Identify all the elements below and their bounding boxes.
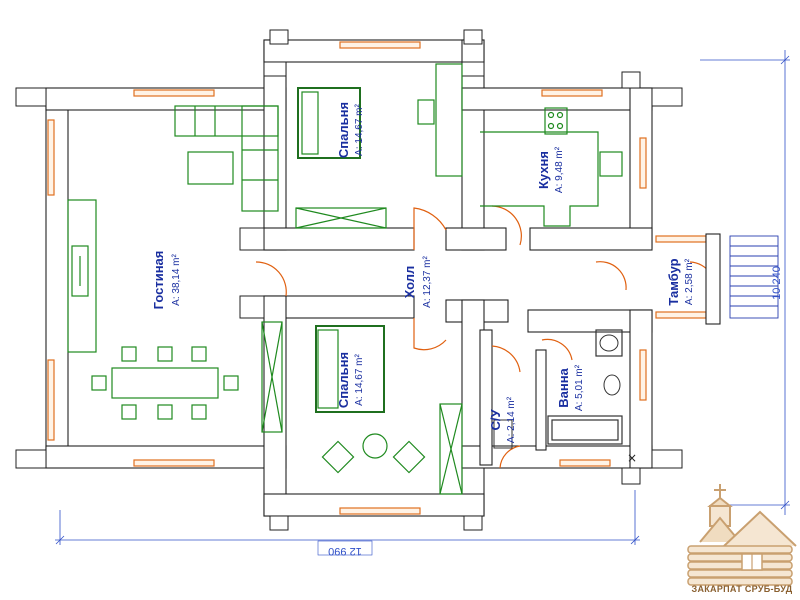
bedroom-top-name: Спальня <box>336 102 351 158</box>
windows <box>47 41 647 515</box>
kitchen-area: A: 9,48 m² <box>554 146 565 193</box>
furniture: × <box>67 63 637 495</box>
room-label-hall: Холл A: 12,37 m² <box>402 255 433 307</box>
living-area: A: 38,14 m² <box>171 253 182 305</box>
kitchen-name: Кухня <box>536 151 551 189</box>
height-text: 10 240 <box>771 266 783 300</box>
bedroom-bottom-name: Спальня <box>336 352 351 408</box>
dimension-width: 12 990 <box>328 545 362 557</box>
vestibule-area: A: 2,58 m² <box>684 258 695 305</box>
room-label-bath: Ванна A: 5,01 m² <box>556 364 585 411</box>
log-ends <box>15 29 683 531</box>
bedroom-bottom-area: A: 14,67 m² <box>354 353 365 405</box>
hall-name: Холл <box>402 266 417 299</box>
svg-text:×: × <box>627 451 637 465</box>
room-label-bedroom-top: Спальня A: 14,67 m² <box>336 102 365 158</box>
company-logo <box>687 484 797 586</box>
width-text: 12 990 <box>328 545 362 557</box>
room-label-wc: С/У A: 2,14 m² <box>488 396 517 443</box>
room-label-living: Гостиная A: 38,14 m² <box>151 251 182 310</box>
room-label-kitchen: Кухня A: 9,48 m² <box>536 146 565 193</box>
hall-area: A: 12,37 m² <box>422 255 433 307</box>
bath-area: A: 5,01 m² <box>574 364 585 411</box>
vestibule-name: Тамбур <box>666 258 681 305</box>
company-name: ЗАКАРПАТ СРУБ-БУД <box>691 584 793 594</box>
wc-area: A: 2,14 m² <box>506 396 517 443</box>
bedroom-top-area: A: 14,67 m² <box>354 103 365 155</box>
dimension-height: 10 240 <box>771 266 783 300</box>
room-label-vestibule: Тамбур A: 2,58 m² <box>666 258 695 305</box>
living-name: Гостиная <box>151 251 166 310</box>
wc-name: С/У <box>488 409 503 431</box>
entrance-stairs <box>655 233 779 325</box>
dimension-lines <box>55 50 790 545</box>
bath-name: Ванна <box>556 367 571 407</box>
room-label-bedroom-bottom: Спальня A: 14,67 m² <box>336 352 365 408</box>
